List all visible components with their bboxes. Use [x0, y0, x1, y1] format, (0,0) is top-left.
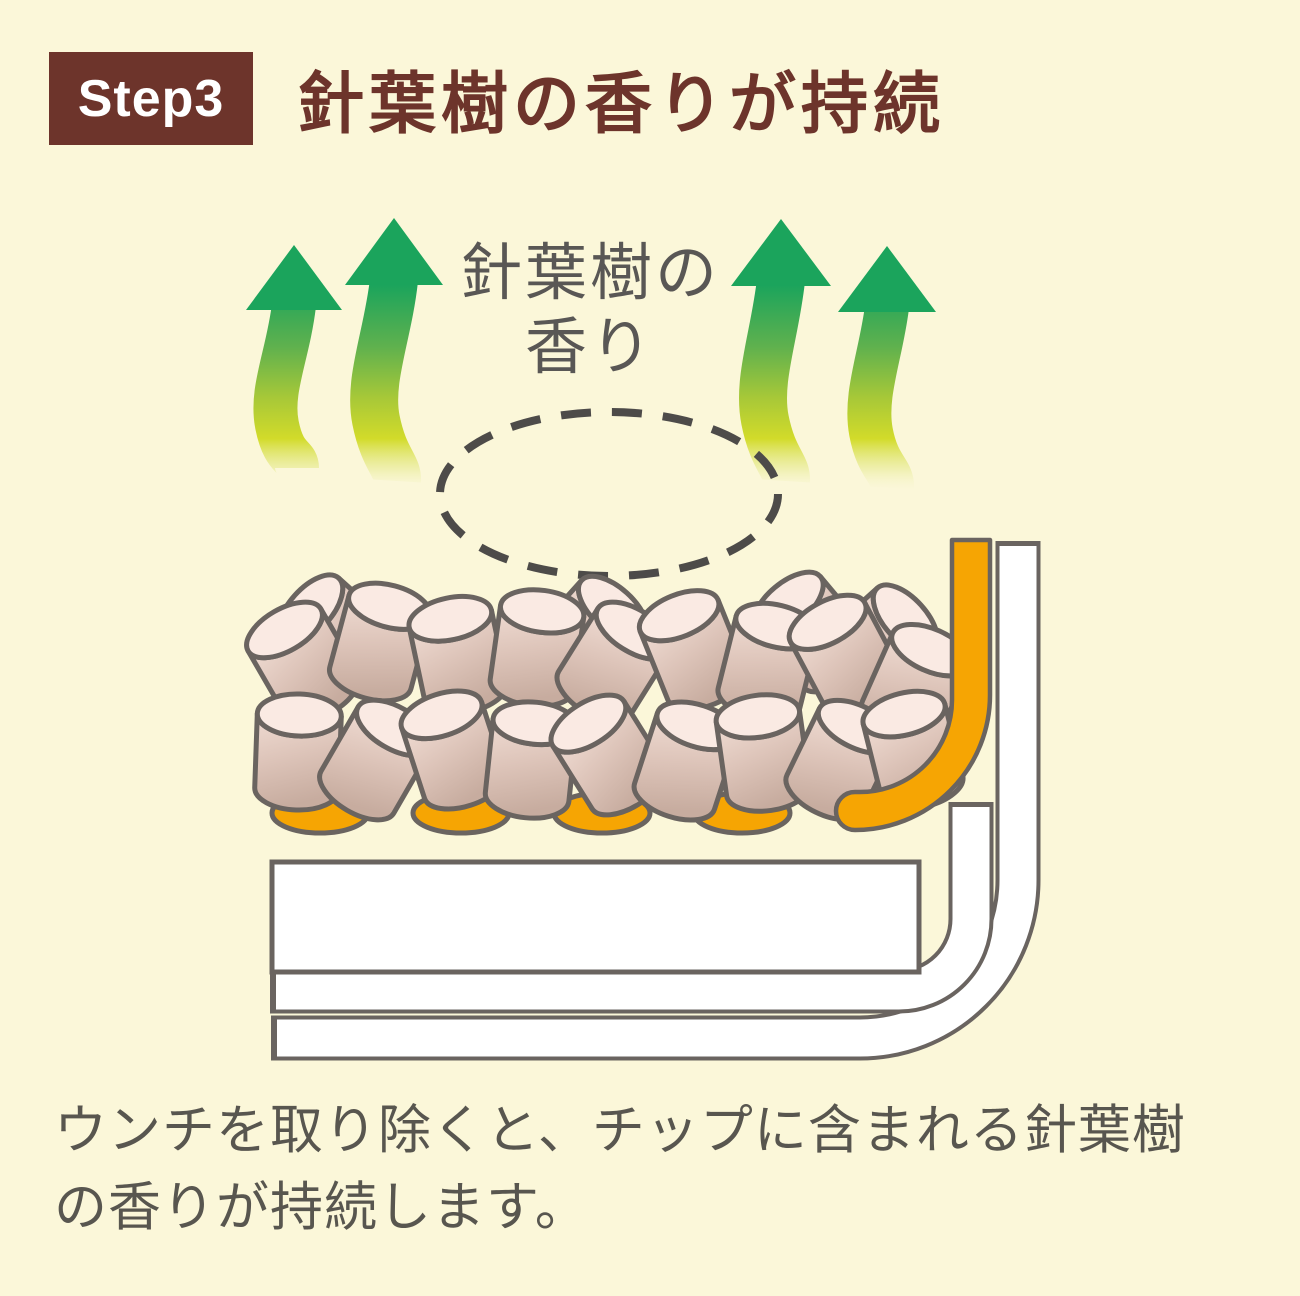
outer-tray — [271, 541, 1041, 1061]
removed-waste-dashed-outline — [436, 408, 782, 580]
scent-arrow-icon — [838, 246, 936, 490]
step-badge-label: Step3 — [77, 69, 225, 128]
scent-arrow-icon — [345, 218, 443, 483]
scent-label-line1: 針葉樹の — [459, 239, 720, 308]
scent-arrow-icon — [246, 245, 342, 475]
scent-arrow-icon — [731, 219, 831, 483]
caption-line2: の香りが持続します。 — [54, 1178, 589, 1237]
drawer-space — [269, 859, 922, 975]
deodorant-sheet — [833, 537, 993, 833]
caption-line1: ウンチを取り除くと、チップに含まれる針葉樹 — [54, 1101, 1186, 1160]
upper-tray — [270, 802, 994, 1014]
scent-arrows — [246, 218, 936, 490]
step-badge: Step3 — [49, 52, 253, 145]
scent-label-line2: 香り — [524, 313, 655, 382]
caption: ウンチを取り除くと、チップに含まれる針葉樹 の香りが持続します。 — [54, 1092, 1274, 1246]
page-title: 針葉樹の香りが持続 — [297, 67, 945, 142]
scent-label: 針葉樹の 香り — [380, 237, 800, 385]
header: Step3 針葉樹の香りが持続 — [49, 52, 1270, 145]
